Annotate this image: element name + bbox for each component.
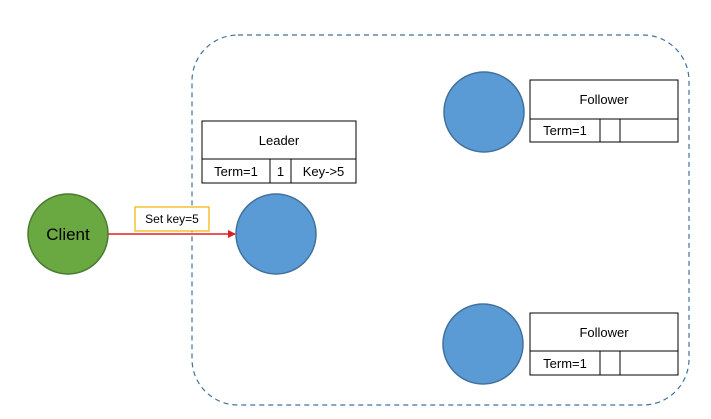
leader-circle <box>235 193 317 275</box>
follower-circle-2 <box>442 303 524 385</box>
follower-node-2[interactable] <box>442 303 524 385</box>
follower-circle-1 <box>443 71 525 153</box>
follower-term-1: Term=1 <box>543 123 587 138</box>
leader-title: Leader <box>259 133 300 148</box>
client-node[interactable]: Client <box>27 193 109 275</box>
leader-term: Term=1 <box>214 164 258 179</box>
leader-table: Leader Term=1 1 Key->5 <box>201 120 357 184</box>
leader-command: Key->5 <box>303 164 345 179</box>
follower-title-1: Follower <box>579 92 629 107</box>
follower-title-2: Follower <box>579 325 629 340</box>
leader-index: 1 <box>277 164 284 179</box>
follower-table-2: Follower Term=1 <box>529 312 679 376</box>
follower-table-1: Follower Term=1 <box>529 79 679 143</box>
leader-node[interactable] <box>235 193 317 275</box>
message-box: Set key=5 <box>134 206 210 232</box>
follower-term-2: Term=1 <box>543 356 587 371</box>
message-label: Set key=5 <box>145 212 199 226</box>
follower-node-1[interactable] <box>443 71 525 153</box>
client-label: Client <box>46 225 90 244</box>
